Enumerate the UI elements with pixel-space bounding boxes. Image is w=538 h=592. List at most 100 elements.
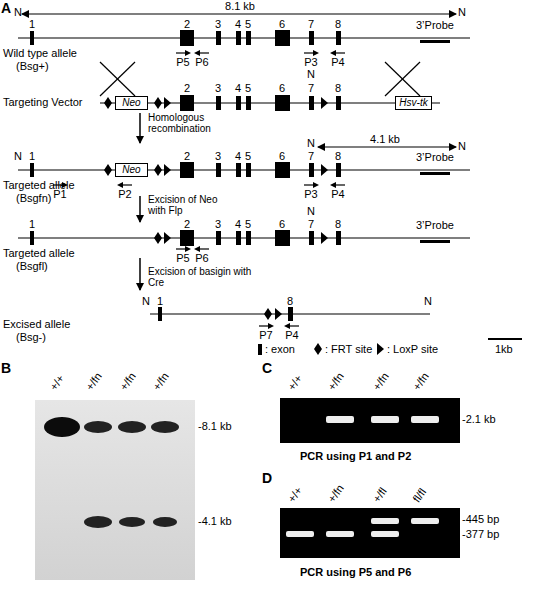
annotation-label: 5 <box>245 82 251 95</box>
annotation-label: 1 <box>157 295 163 308</box>
gene-cassette-box: Neo <box>115 96 148 110</box>
annotation-label: 5 <box>245 18 251 31</box>
annotation-label: 2 <box>184 18 190 31</box>
annotation-label: 7 <box>308 150 314 163</box>
annotation-label: P4 <box>331 56 344 69</box>
annotation-label: N <box>307 68 315 81</box>
annotation-label: (Bsgfn) <box>16 192 51 205</box>
lane-label: +/fn <box>325 482 346 505</box>
annotation-label: 5 <box>245 150 251 163</box>
loxp-site <box>321 232 328 244</box>
primer-arrow <box>259 325 271 326</box>
dimension-arrow <box>22 13 456 14</box>
annotation-label: 6 <box>279 82 285 95</box>
blot-band <box>119 517 145 527</box>
probe-bar <box>420 240 450 243</box>
exon <box>30 163 34 177</box>
legend-label: : LoxP site <box>387 343 438 356</box>
annotation-label: 8 <box>287 295 293 308</box>
blot-band <box>118 421 146 433</box>
annotation-label: (Bsg+) <box>16 60 49 73</box>
frt-site <box>104 97 112 109</box>
annotation-label: P4 <box>285 329 298 342</box>
exon <box>180 162 194 178</box>
blot-band <box>84 516 112 528</box>
lane-label: +/+ <box>285 373 305 393</box>
blot-band <box>153 517 177 527</box>
panel-letter: D <box>262 470 272 486</box>
legend-frt-sample <box>314 343 322 355</box>
annotation-label: N <box>307 137 315 150</box>
annotation-label: 8 <box>335 82 341 95</box>
exon <box>336 231 341 245</box>
exon <box>236 163 241 177</box>
lane-label: +/fn <box>83 370 104 393</box>
blot-band <box>44 417 80 437</box>
annotation-label: 3 <box>215 82 221 95</box>
lane-label: +/fn <box>325 370 346 393</box>
annotation-label: P2 <box>118 188 131 201</box>
annotation-label: P3 <box>304 56 317 69</box>
primer-arrow <box>197 248 209 249</box>
frt-site <box>104 164 112 176</box>
primer-arrow <box>120 184 132 185</box>
annotation-label: 4 <box>235 218 241 231</box>
gel-band <box>371 416 399 423</box>
primer-arrow <box>333 52 345 53</box>
annotation-label: 8.1 kb <box>225 0 255 13</box>
lane-label: +/+ <box>47 373 67 393</box>
annotation-label: Targeting Vector <box>3 96 83 109</box>
annotation-label: P3 <box>304 188 317 201</box>
primer-arrow <box>176 52 188 53</box>
annotation-label: 7 <box>308 82 314 95</box>
annotation-label: 7 <box>308 18 314 31</box>
exon <box>158 307 162 321</box>
annotation-label: 3 <box>215 150 221 163</box>
step-label: Homologous recombination <box>148 112 228 134</box>
annotation-label: 5 <box>245 218 251 231</box>
annotation-label: Excised allele <box>3 318 70 331</box>
exon <box>180 95 194 111</box>
primer-arrow <box>333 184 345 185</box>
frt-site <box>154 164 162 176</box>
exon <box>275 162 290 178</box>
probe-bar <box>420 172 450 175</box>
exon <box>180 30 194 46</box>
exon <box>236 231 241 245</box>
loxp-site <box>164 97 171 109</box>
crossover-line <box>385 62 420 96</box>
exon <box>216 231 221 245</box>
annotation-label: 3 <box>215 218 221 231</box>
loxp-site <box>164 232 171 244</box>
loxp-site <box>321 97 328 109</box>
annotation-label: N <box>14 6 22 19</box>
annotation-label: P5 <box>176 252 189 265</box>
blot-band <box>151 421 179 433</box>
annotation-label: (Bsg-) <box>16 331 46 344</box>
gel-band <box>411 416 439 423</box>
gel-band <box>326 531 354 537</box>
annotation-label: N <box>142 295 150 308</box>
gel-band <box>326 416 354 423</box>
lane-label: +/fl <box>370 485 389 505</box>
exon <box>246 163 251 177</box>
exon <box>30 231 34 245</box>
lane-label: +/fn <box>117 370 138 393</box>
annotation-label: 2 <box>184 150 190 163</box>
exon <box>309 31 314 45</box>
step-arrow <box>139 258 141 290</box>
exon <box>288 307 293 321</box>
legend-label: : FRT site <box>325 343 372 356</box>
exon <box>236 31 241 45</box>
annotation-label: -445 bp <box>462 513 499 526</box>
gel-caption: PCR using P1 and P2 <box>300 450 411 463</box>
allele-line <box>18 37 470 38</box>
step-arrow <box>139 196 141 222</box>
annotation-label: 2 <box>184 82 190 95</box>
exon <box>30 31 34 45</box>
loxp-site <box>275 308 282 320</box>
gene-cassette-box: Neo <box>115 163 148 177</box>
crossover-line <box>100 62 135 96</box>
